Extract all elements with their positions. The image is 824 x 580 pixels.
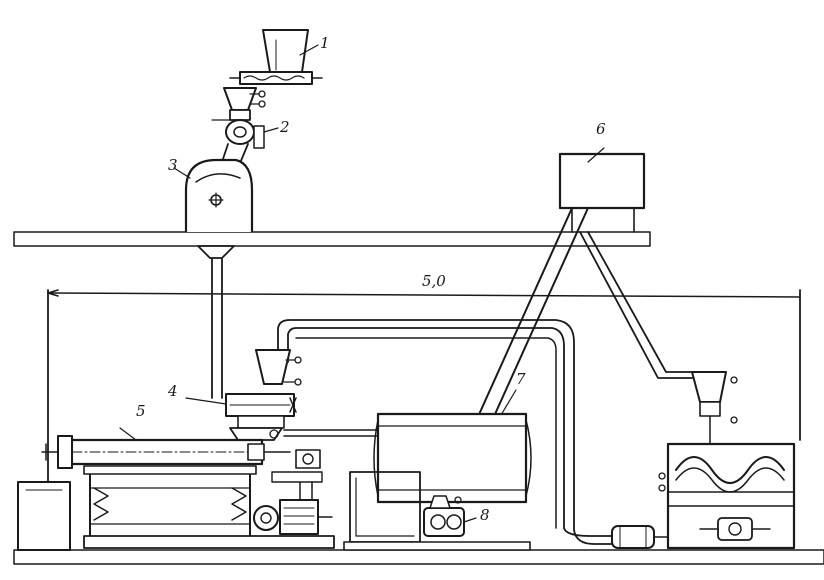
mixer-4 (185, 349, 381, 441)
bottom-motor (611, 525, 671, 549)
receiver-tank (343, 412, 532, 551)
pump-8 (423, 495, 477, 537)
tank-outlet-pipe (579, 231, 701, 379)
dimension-label: 5,0 (422, 272, 446, 290)
label-4: 4 (168, 382, 178, 400)
upper-floor-slab (13, 231, 651, 247)
label-8: 8 (480, 506, 490, 524)
drive-motor (253, 449, 333, 535)
feeder-2 (211, 87, 279, 169)
left-cabinet (17, 481, 71, 551)
extruder-5 (41, 427, 335, 549)
cooler-unit (658, 371, 796, 550)
ground-floor (13, 549, 824, 565)
label-5: 5 (136, 402, 146, 420)
mill-3 (173, 158, 254, 259)
tank-6 (558, 147, 646, 233)
mill-downpipe (211, 257, 223, 399)
label-2: 2 (280, 118, 290, 136)
label-1: 1 (320, 34, 330, 52)
label-7: 7 (516, 370, 526, 388)
label-3: 3 (168, 156, 178, 174)
return-pipe (277, 319, 613, 545)
label-6: 6 (596, 120, 606, 138)
hopper-1 (229, 29, 323, 85)
